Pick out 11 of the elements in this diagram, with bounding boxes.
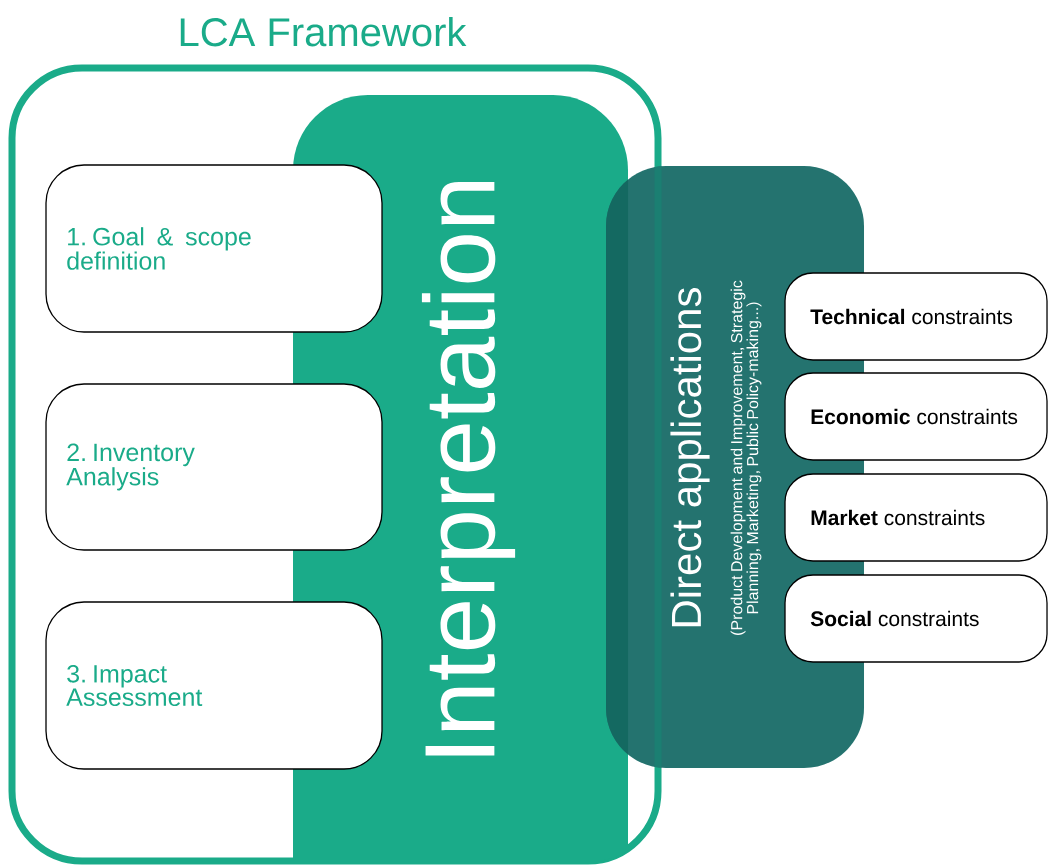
constraint-box: Social constraints <box>784 574 1048 663</box>
step-box: 1. Goal & scope definition <box>45 164 383 333</box>
node-label: Interpretation <box>421 181 516 756</box>
node-label: Direct applications <box>670 288 710 627</box>
node-label: (Product Development and Improvement, Strategic Planning, Marketing, Public Policy-making...) <box>730 280 762 635</box>
constraint-box: Economic constraints <box>784 372 1048 461</box>
constraint-box: Technical constraints <box>784 272 1048 361</box>
step-box: 2. Inventory Analysis <box>45 383 383 551</box>
heading: LCA Framework <box>180 17 467 47</box>
step-box: 3. Impact Assessment <box>45 601 383 770</box>
constraint-box: Market constraints <box>784 473 1048 562</box>
